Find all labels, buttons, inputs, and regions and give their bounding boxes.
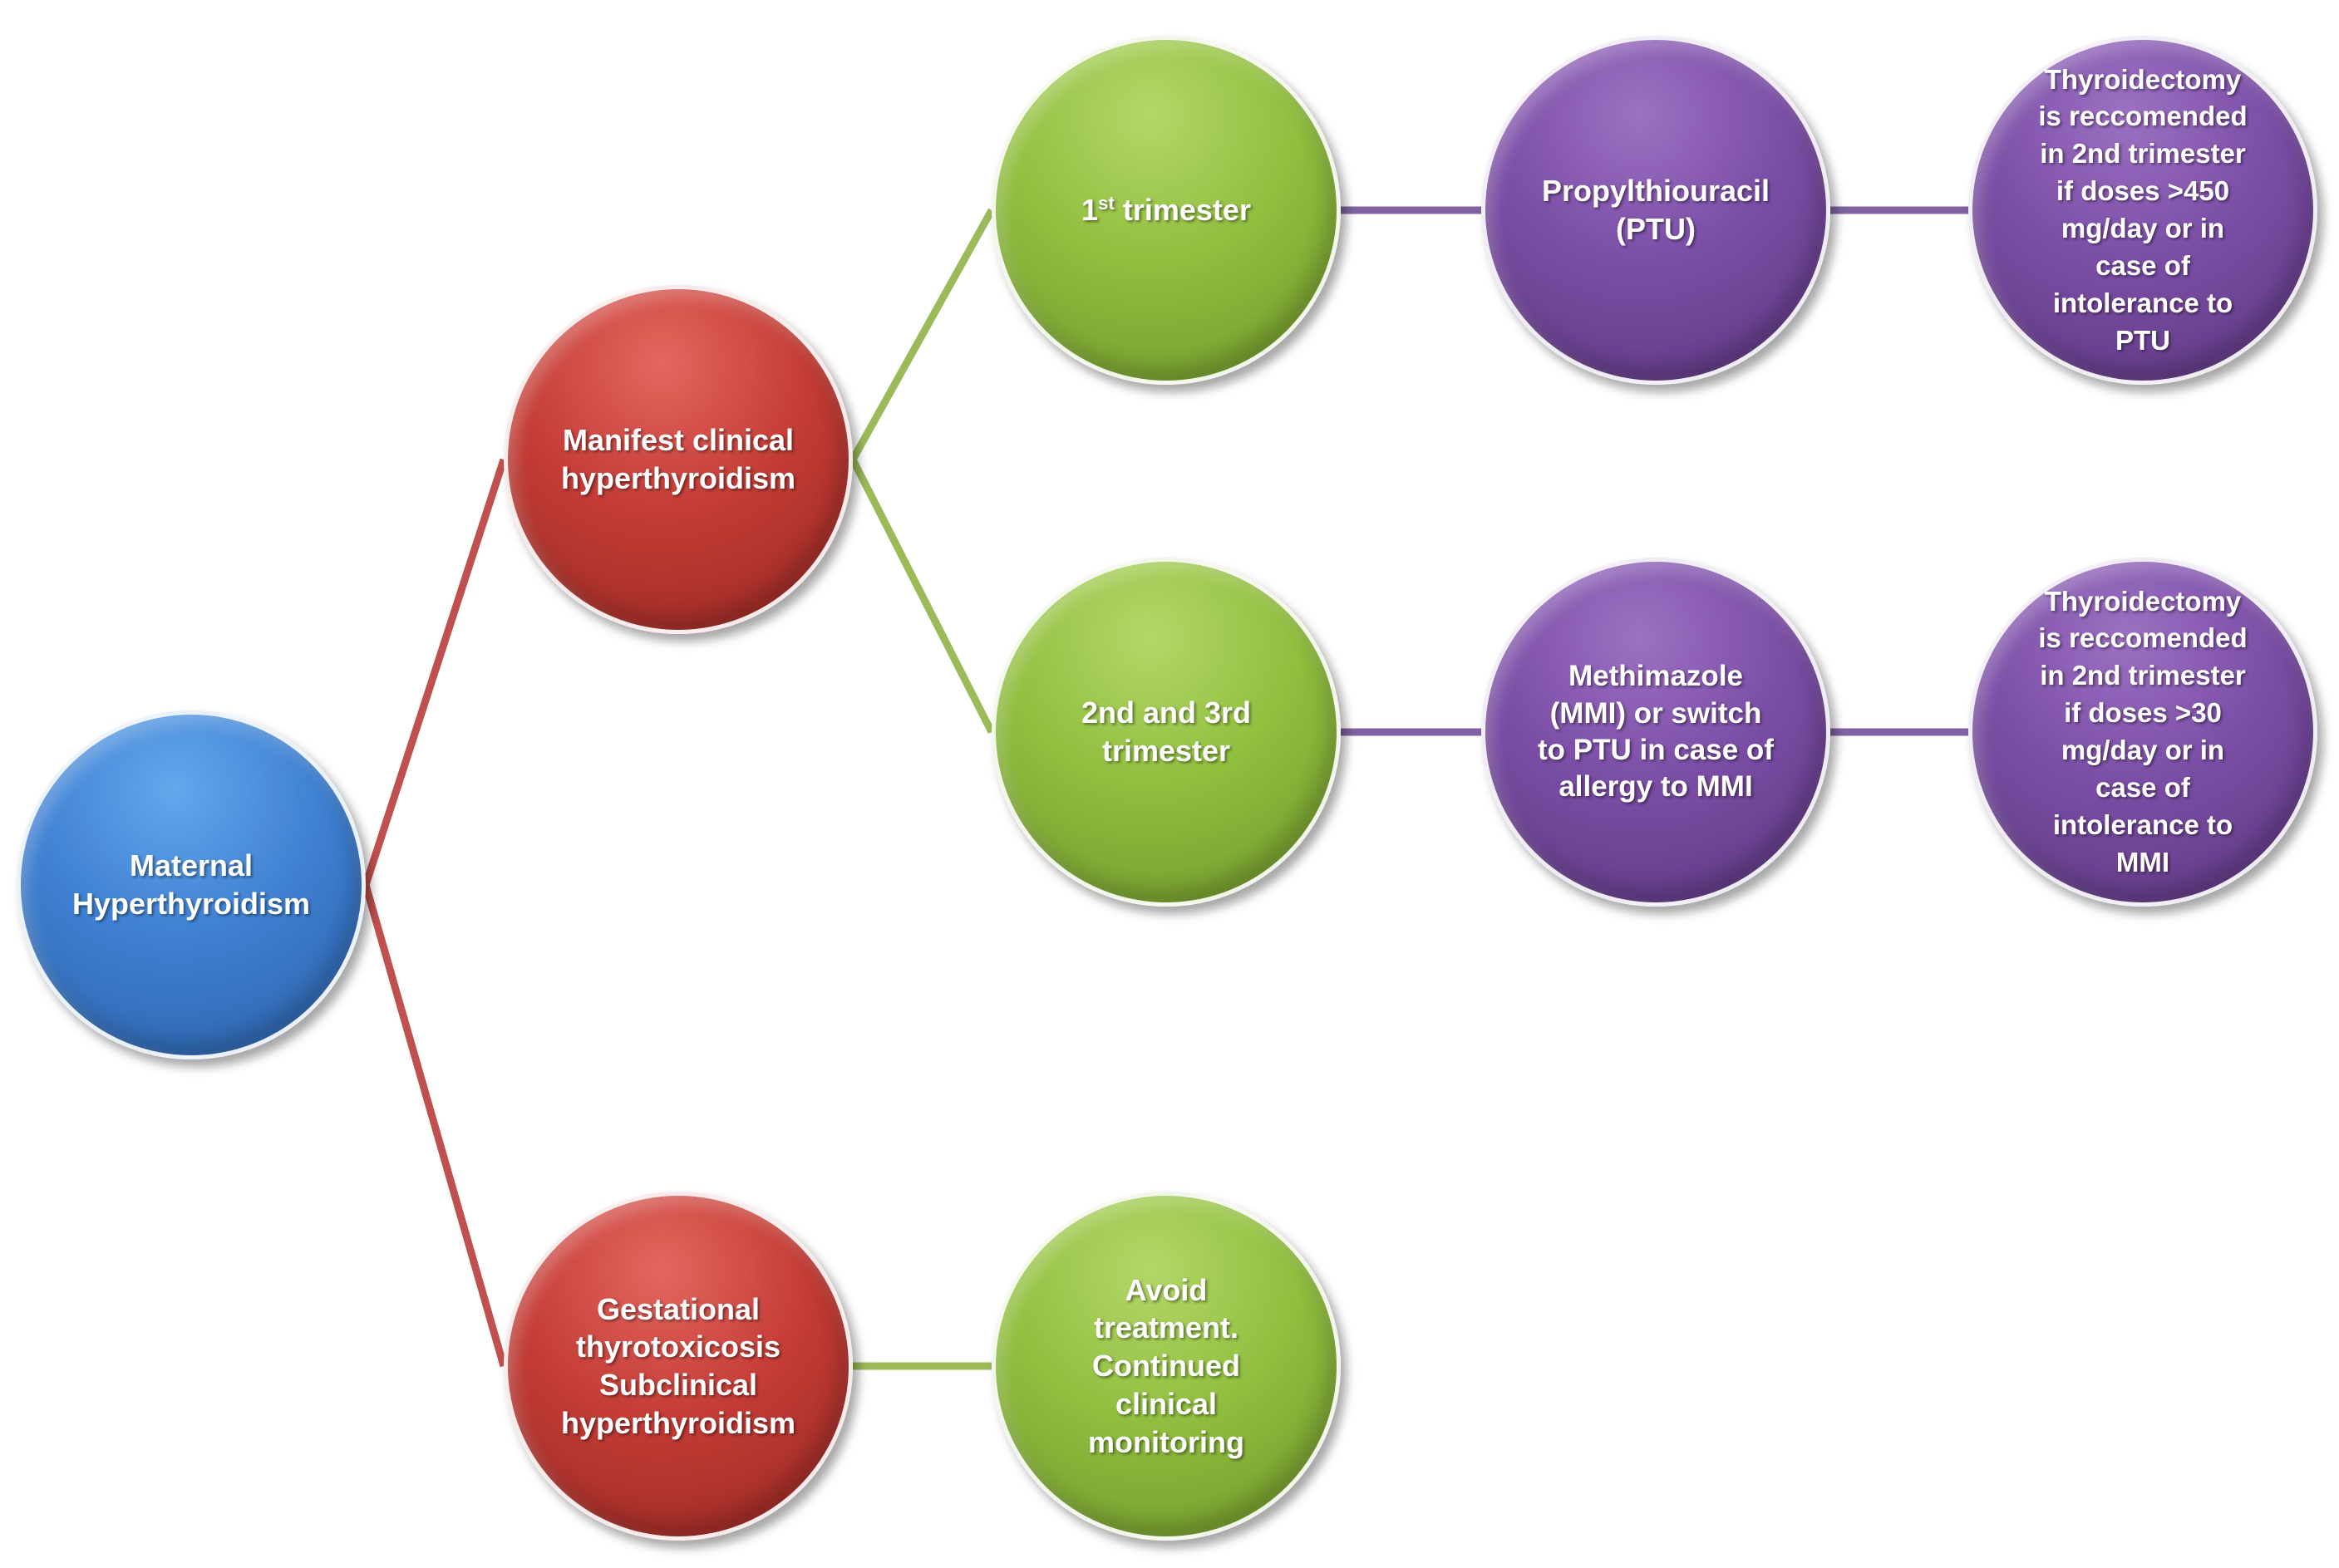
node-label-line: Thyroidectomy — [2044, 63, 2242, 95]
node-label-line: in 2nd trimester — [2040, 660, 2246, 691]
node-label-line: intolerance to — [2052, 809, 2233, 840]
node-label-line: (PTU) — [1616, 212, 1696, 246]
node-label-line: case of — [2095, 771, 2190, 803]
node-label-line: Gestational — [596, 1291, 761, 1326]
node-label-line: trimester — [1101, 734, 1231, 768]
connector-manifest-first — [849, 208, 995, 462]
node-label-line: to PTU in case of — [1538, 734, 1774, 766]
node-thyroidectomy-mmi: Thyroidectomy is reccomended in 2nd trimes… — [1968, 558, 2317, 907]
node-label-line: Manifest clinical — [562, 423, 795, 458]
node-label-line: clinical — [1115, 1386, 1218, 1421]
node-label-line: MMI — [2115, 846, 2170, 877]
node-label-line: Methimazole — [1568, 660, 1744, 693]
connector-maternal-manifest — [362, 458, 508, 887]
node-label-line: treatment. — [1093, 1310, 1239, 1345]
first-trimester-text: trimester — [1114, 193, 1251, 228]
node-label-line: 2nd and 3rd — [1081, 696, 1252, 730]
node-label-line: if doses >30 — [2064, 697, 2222, 729]
node-label-line: Subclinical — [598, 1368, 758, 1402]
node-label-line: in 2nd trimester — [2040, 138, 2246, 170]
node-label-line: mg/day or in — [2061, 735, 2225, 765]
node-label-line: mg/day or in — [2061, 213, 2225, 243]
node-label-line: Maternal — [129, 848, 254, 883]
node-label-line: Thyroidectomy — [2044, 585, 2242, 617]
node-label-line: hyperthyroidism — [560, 461, 796, 495]
node-label-line: PTU — [2115, 324, 2170, 356]
first-trimester-number: 1 — [1081, 193, 1099, 228]
node-label-line: Hyperthyroidism — [71, 887, 311, 921]
node-label-line: monitoring — [1088, 1424, 1244, 1459]
node-label-line: thyrotoxicosis — [575, 1330, 781, 1364]
first-trimester-superscript: st — [1098, 193, 1115, 214]
node-label-line: is reccomended — [2038, 622, 2248, 654]
node-second-third-trimester: 2nd and 3rd trimester — [992, 558, 1341, 907]
node-label-line: (MMI) or switch — [1549, 696, 1762, 730]
node-thyroidectomy-ptu: Thyroidectomy is reccomended in 2nd trimes… — [1968, 36, 2317, 385]
node-label-line: allergy to MMI — [1559, 770, 1753, 804]
node-first-trimester: 1st trimester — [992, 36, 1341, 385]
node-label-line: intolerance to — [2052, 287, 2233, 318]
node-label-line: Continued — [1092, 1349, 1240, 1384]
node-label-line: is reccomended — [2038, 101, 2248, 132]
connector-manifest-second — [849, 457, 996, 735]
node-label-line: if doses >450 — [2056, 175, 2230, 207]
node-label-line: Propylthiouracil — [1541, 174, 1770, 209]
node-propylthiouracil: Propylthiouracil(PTU) — [1481, 36, 1830, 385]
node-methimazole: Methimazole(MMI) or switch to PTU in case… — [1481, 558, 1830, 907]
first-trimester-label: 1st trimester — [1063, 191, 1269, 229]
node-label-line: hyperthyroidism — [560, 1405, 796, 1440]
connector-maternal-gestational — [362, 883, 508, 1368]
node-label-line: case of — [2095, 249, 2190, 281]
node-label-line: Avoid — [1125, 1272, 1208, 1307]
